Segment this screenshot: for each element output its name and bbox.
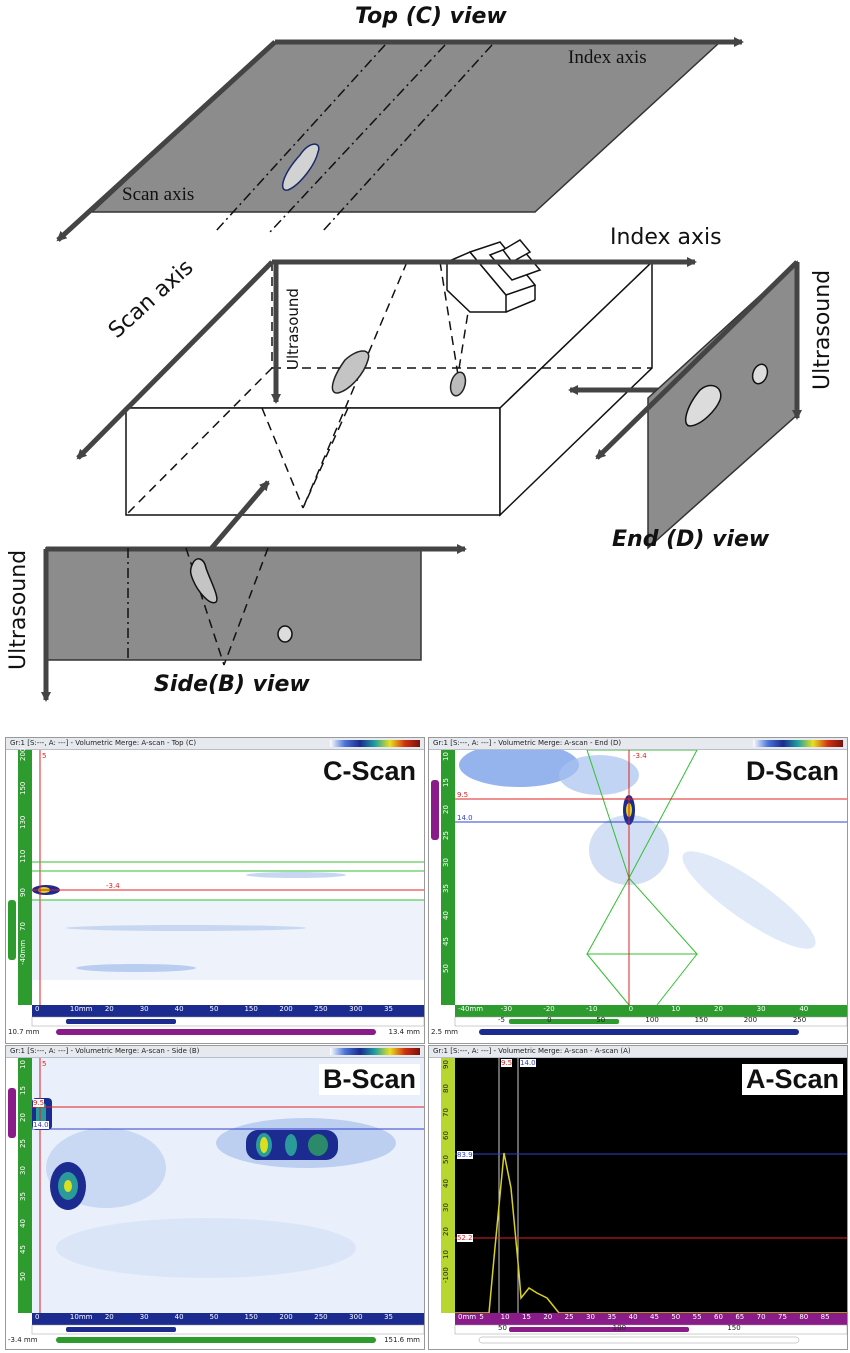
top-flaw: [281, 143, 320, 191]
b-scan-left-ruler[interactable]: [18, 1058, 32, 1313]
d-scan-scrollbar[interactable]: [479, 1029, 799, 1035]
c-scan-label: C-Scan: [318, 756, 420, 787]
end-flaw-small: [751, 363, 769, 385]
top-view-plane: [56, 37, 744, 242]
c-scan-scrollbar[interactable]: [56, 1029, 376, 1035]
d-scan-marker-blue: 14.0: [457, 814, 473, 822]
a-scan-label: A-Scan: [741, 1064, 843, 1095]
b-scan-title-bar: Gr:1 [S:---, A: ---] - Volumetric Merge:…: [6, 1046, 424, 1058]
a-scan-title-bar: Gr:1 [S:---, A: ---] - Volumetric Merge:…: [429, 1046, 847, 1058]
a-scan-marker-blue-level: 83.9: [457, 1151, 473, 1159]
side-view-title: Side(B) view: [154, 672, 310, 697]
color-palette: [753, 740, 843, 747]
top-scan-axis-label: Scan axis: [122, 184, 195, 205]
d-scan-label: D-Scan: [741, 756, 843, 787]
a-scan-marker-top-blue: 14.0: [520, 1059, 536, 1067]
test-block: [76, 239, 697, 552]
color-palette: [330, 1048, 420, 1055]
d-scan-bottom-ruler[interactable]: [455, 1005, 847, 1017]
a-scan-scrollbar[interactable]: [478, 1336, 800, 1344]
d-scan-marker-red: 9.5: [457, 791, 469, 799]
b-scan-scrollbar[interactable]: [56, 1337, 376, 1343]
side-flaw-large: [189, 558, 218, 604]
a-scan-signal-trace: [455, 1152, 847, 1314]
d-scan-marker-top: -3.4: [633, 752, 647, 760]
c-scan-bottom-ruler[interactable]: [32, 1005, 424, 1017]
a-scan-marker-red-level: 52.2: [457, 1234, 473, 1242]
d-scan-panel: Gr:1 [S:---, A: ---] - Volumetric Merge:…: [428, 737, 848, 1044]
end-view-plane: [595, 260, 802, 550]
c-scan-title-bar: Gr:1 [S:---, A: ---] - Volumetric Merge:…: [6, 738, 424, 750]
end-view-title: End (D) view: [612, 527, 770, 552]
c-scan-marker-mid: -3.4: [106, 882, 120, 890]
b-scan-panel: Gr:1 [S:---, A: ---] - Volumetric Merge:…: [5, 1045, 425, 1350]
c-scan-marker-top: 5: [42, 752, 47, 760]
a-scan-bottom-ruler[interactable]: [455, 1313, 847, 1325]
a-scan-left-ruler[interactable]: [441, 1058, 455, 1313]
b-scan-label: B-Scan: [318, 1064, 420, 1095]
c-scan-bottom-left-value: 10.7 mm: [8, 1028, 40, 1036]
side-ultrasound-label: Ultrasound: [6, 549, 31, 670]
b-scan-bottom-ruler[interactable]: [32, 1313, 424, 1325]
block-flaw-large: [331, 350, 370, 394]
side-view-plane: [41, 544, 467, 702]
top-view-title: Top (C) view: [355, 4, 507, 29]
a-scan-panel: Gr:1 [S:---, A: ---] - Volumetric Merge:…: [428, 1045, 848, 1350]
b-scan-marker-top: 5: [42, 1060, 47, 1068]
inspection-diagram: [41, 37, 802, 702]
d-scan-left-ruler[interactable]: [441, 750, 455, 1005]
c-scan-panel: Gr:1 [S:---, A: ---] - Volumetric Merge:…: [5, 737, 425, 1044]
block-flaw-small: [449, 371, 467, 397]
b-scan-bottom-left-value: -3.4 mm: [8, 1336, 38, 1344]
color-palette: [330, 740, 420, 747]
b-scan-marker-red: 9.5: [33, 1099, 45, 1107]
c-scan-left-ruler[interactable]: [18, 750, 32, 1005]
d-scan-bottom-left-value: 2.5 mm: [431, 1028, 458, 1036]
end-ultrasound-label: Ultrasound: [810, 269, 835, 390]
b-scan-marker-blue: 14.0: [33, 1121, 49, 1129]
block-ultrasound-label: Ultrasound: [284, 288, 302, 370]
end-flaw-large: [684, 384, 722, 427]
a-scan-marker-top-red: 9.5: [501, 1059, 513, 1067]
c-scan-bottom-right-value: 13.4 mm: [388, 1028, 420, 1036]
b-scan-bottom-right-value: 151.6 mm: [384, 1336, 420, 1344]
top-index-axis-label: Index axis: [568, 47, 647, 68]
side-flaw-small: [277, 625, 293, 643]
block-index-axis-label: Index axis: [610, 225, 722, 250]
